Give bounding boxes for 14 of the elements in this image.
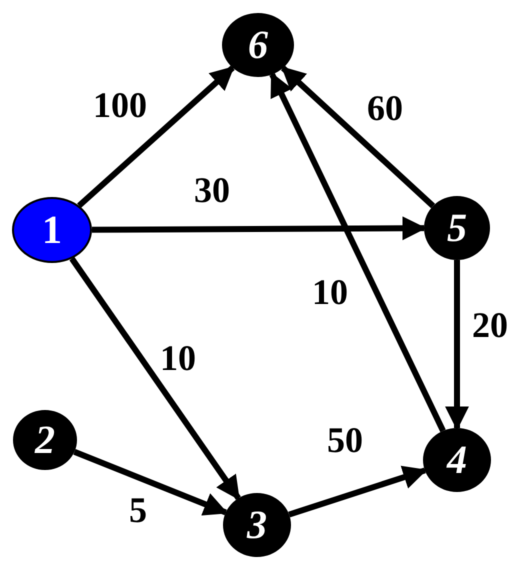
arrow bbox=[281, 66, 436, 208]
arrow bbox=[92, 216, 426, 240]
node-number: 1 bbox=[42, 210, 62, 250]
node-number: 5 bbox=[447, 208, 467, 248]
node-number: 2 bbox=[35, 420, 55, 460]
node-number: 3 bbox=[247, 505, 267, 545]
arrow bbox=[73, 449, 228, 516]
arrow bbox=[69, 256, 241, 500]
arrow bbox=[269, 72, 446, 432]
arrow bbox=[288, 466, 428, 518]
node-number: 4 bbox=[447, 440, 467, 480]
node-number: 6 bbox=[248, 25, 268, 65]
arrow bbox=[445, 260, 469, 430]
arrow bbox=[77, 66, 235, 208]
